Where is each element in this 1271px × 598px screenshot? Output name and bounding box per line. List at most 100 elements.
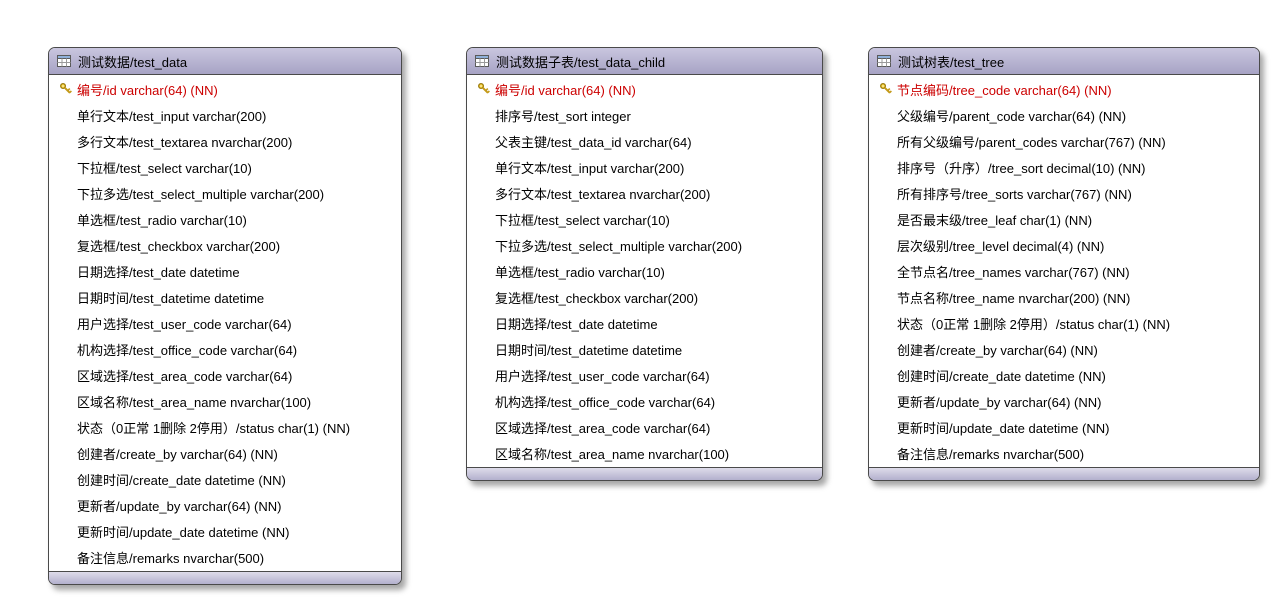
field-row: 机构选择/test_office_code varchar(64)	[49, 336, 401, 362]
field-row: 机构选择/test_office_code varchar(64)	[467, 388, 822, 414]
field-row: 区域名称/test_area_name nvarchar(100)	[49, 388, 401, 414]
field-row: 节点名称/tree_name nvarchar(200) (NN)	[869, 284, 1259, 310]
field-label: 下拉多选/test_select_multiple varchar(200)	[77, 186, 325, 202]
icon-spacer	[875, 367, 897, 383]
table-grid-icon	[877, 55, 891, 67]
key-icon	[473, 81, 495, 97]
field-row: 区域选择/test_area_code varchar(64)	[49, 362, 401, 388]
field-row: 状态（0正常 1删除 2停用）/status char(1) (NN)	[49, 414, 401, 440]
table-footer	[49, 571, 401, 584]
field-row: 用户选择/test_user_code varchar(64)	[49, 310, 401, 336]
icon-spacer	[55, 237, 77, 253]
field-label: 更新时间/update_date datetime (NN)	[77, 524, 290, 540]
field-row: 区域选择/test_area_code varchar(64)	[467, 414, 822, 440]
field-row-primary-key: 编号/id varchar(64) (NN)	[467, 76, 822, 102]
field-row: 单行文本/test_input varchar(200)	[49, 102, 401, 128]
field-row: 多行文本/test_textarea nvarchar(200)	[49, 128, 401, 154]
field-row: 日期选择/test_date datetime	[49, 258, 401, 284]
icon-spacer	[55, 393, 77, 409]
icon-spacer	[473, 133, 495, 149]
table-title: 测试数据/test_data	[78, 54, 188, 70]
field-label: 复选框/test_checkbox varchar(200)	[495, 290, 699, 306]
field-label: 排序号（升序）/tree_sort decimal(10) (NN)	[897, 160, 1146, 176]
field-label: 下拉框/test_select varchar(10)	[77, 160, 252, 176]
table-field-list: 编号/id varchar(64) (NN) 单行文本/test_input va…	[49, 75, 401, 571]
field-label: 下拉多选/test_select_multiple varchar(200)	[495, 238, 743, 254]
table-footer	[869, 467, 1259, 480]
field-label: 日期时间/test_datetime datetime	[495, 342, 683, 358]
icon-spacer	[55, 523, 77, 539]
field-row: 创建者/create_by varchar(64) (NN)	[49, 440, 401, 466]
table-box-test-data-child[interactable]: 测试数据子表/test_data_child 编号/id varchar(64)…	[466, 47, 823, 481]
icon-spacer	[875, 263, 897, 279]
field-row: 下拉框/test_select varchar(10)	[49, 154, 401, 180]
table-box-test-tree[interactable]: 测试树表/test_tree 节点编码/tree_code varchar(64…	[868, 47, 1260, 481]
field-row: 所有排序号/tree_sorts varchar(767) (NN)	[869, 180, 1259, 206]
field-label: 节点编码/tree_code varchar(64) (NN)	[897, 82, 1112, 98]
field-label: 状态（0正常 1删除 2停用）/status char(1) (NN)	[77, 420, 351, 436]
field-label: 备注信息/remarks nvarchar(500)	[77, 550, 265, 566]
table-field-list: 节点编码/tree_code varchar(64) (NN) 父级编号/pare…	[869, 75, 1259, 467]
field-row: 更新者/update_by varchar(64) (NN)	[49, 492, 401, 518]
icon-spacer	[55, 497, 77, 513]
field-row: 多行文本/test_textarea nvarchar(200)	[467, 180, 822, 206]
icon-spacer	[875, 341, 897, 357]
table-title: 测试树表/test_tree	[898, 54, 1005, 70]
icon-spacer	[875, 289, 897, 305]
field-label: 日期选择/test_date datetime	[77, 264, 240, 280]
field-label: 更新者/update_by varchar(64) (NN)	[897, 394, 1102, 410]
field-label: 单行文本/test_input varchar(200)	[77, 108, 267, 124]
icon-spacer	[875, 237, 897, 253]
icon-spacer	[875, 133, 897, 149]
icon-spacer	[55, 107, 77, 123]
field-row: 父级编号/parent_code varchar(64) (NN)	[869, 102, 1259, 128]
field-label: 编号/id varchar(64) (NN)	[77, 82, 218, 98]
field-label: 单选框/test_radio varchar(10)	[77, 212, 247, 228]
field-row: 单行文本/test_input varchar(200)	[467, 154, 822, 180]
icon-spacer	[55, 367, 77, 383]
table-header: 测试数据/test_data	[49, 48, 401, 75]
field-label: 父级编号/parent_code varchar(64) (NN)	[897, 108, 1127, 124]
field-row: 父表主键/test_data_id varchar(64)	[467, 128, 822, 154]
icon-spacer	[875, 445, 897, 461]
field-row: 全节点名/tree_names varchar(767) (NN)	[869, 258, 1259, 284]
field-label: 区域选择/test_area_code varchar(64)	[77, 368, 293, 384]
field-row: 更新时间/update_date datetime (NN)	[49, 518, 401, 544]
table-grid-icon	[475, 55, 489, 67]
table-box-test-data[interactable]: 测试数据/test_data 编号/id varchar(64) (NN) 单行文…	[48, 47, 402, 585]
field-label: 所有父级编号/parent_codes varchar(767) (NN)	[897, 134, 1166, 150]
field-label: 复选框/test_checkbox varchar(200)	[77, 238, 281, 254]
icon-spacer	[875, 419, 897, 435]
icon-spacer	[875, 185, 897, 201]
field-row: 创建时间/create_date datetime (NN)	[49, 466, 401, 492]
icon-spacer	[55, 471, 77, 487]
field-label: 用户选择/test_user_code varchar(64)	[77, 316, 292, 332]
field-row: 创建时间/create_date datetime (NN)	[869, 362, 1259, 388]
icon-spacer	[473, 445, 495, 461]
field-label: 日期时间/test_datetime datetime	[77, 290, 265, 306]
icon-spacer	[473, 237, 495, 253]
field-row-primary-key: 节点编码/tree_code varchar(64) (NN)	[869, 76, 1259, 102]
field-label: 机构选择/test_office_code varchar(64)	[495, 394, 716, 410]
field-row: 状态（0正常 1删除 2停用）/status char(1) (NN)	[869, 310, 1259, 336]
field-label: 全节点名/tree_names varchar(767) (NN)	[897, 264, 1130, 280]
field-row: 用户选择/test_user_code varchar(64)	[467, 362, 822, 388]
icon-spacer	[473, 341, 495, 357]
field-row: 日期选择/test_date datetime	[467, 310, 822, 336]
icon-spacer	[875, 393, 897, 409]
field-label: 区域名称/test_area_name nvarchar(100)	[495, 446, 730, 462]
field-label: 创建者/create_by varchar(64) (NN)	[77, 446, 278, 462]
field-label: 日期选择/test_date datetime	[495, 316, 658, 332]
field-label: 用户选择/test_user_code varchar(64)	[495, 368, 710, 384]
key-icon	[55, 81, 77, 97]
field-label: 多行文本/test_textarea nvarchar(200)	[77, 134, 293, 150]
table-field-list: 编号/id varchar(64) (NN) 排序号/test_sort inte…	[467, 75, 822, 467]
key-icon	[875, 81, 897, 97]
table-header: 测试树表/test_tree	[869, 48, 1259, 75]
field-label: 排序号/test_sort integer	[495, 108, 631, 124]
icon-spacer	[473, 159, 495, 175]
icon-spacer	[55, 263, 77, 279]
field-row: 备注信息/remarks nvarchar(500)	[869, 440, 1259, 466]
field-row: 备注信息/remarks nvarchar(500)	[49, 544, 401, 570]
